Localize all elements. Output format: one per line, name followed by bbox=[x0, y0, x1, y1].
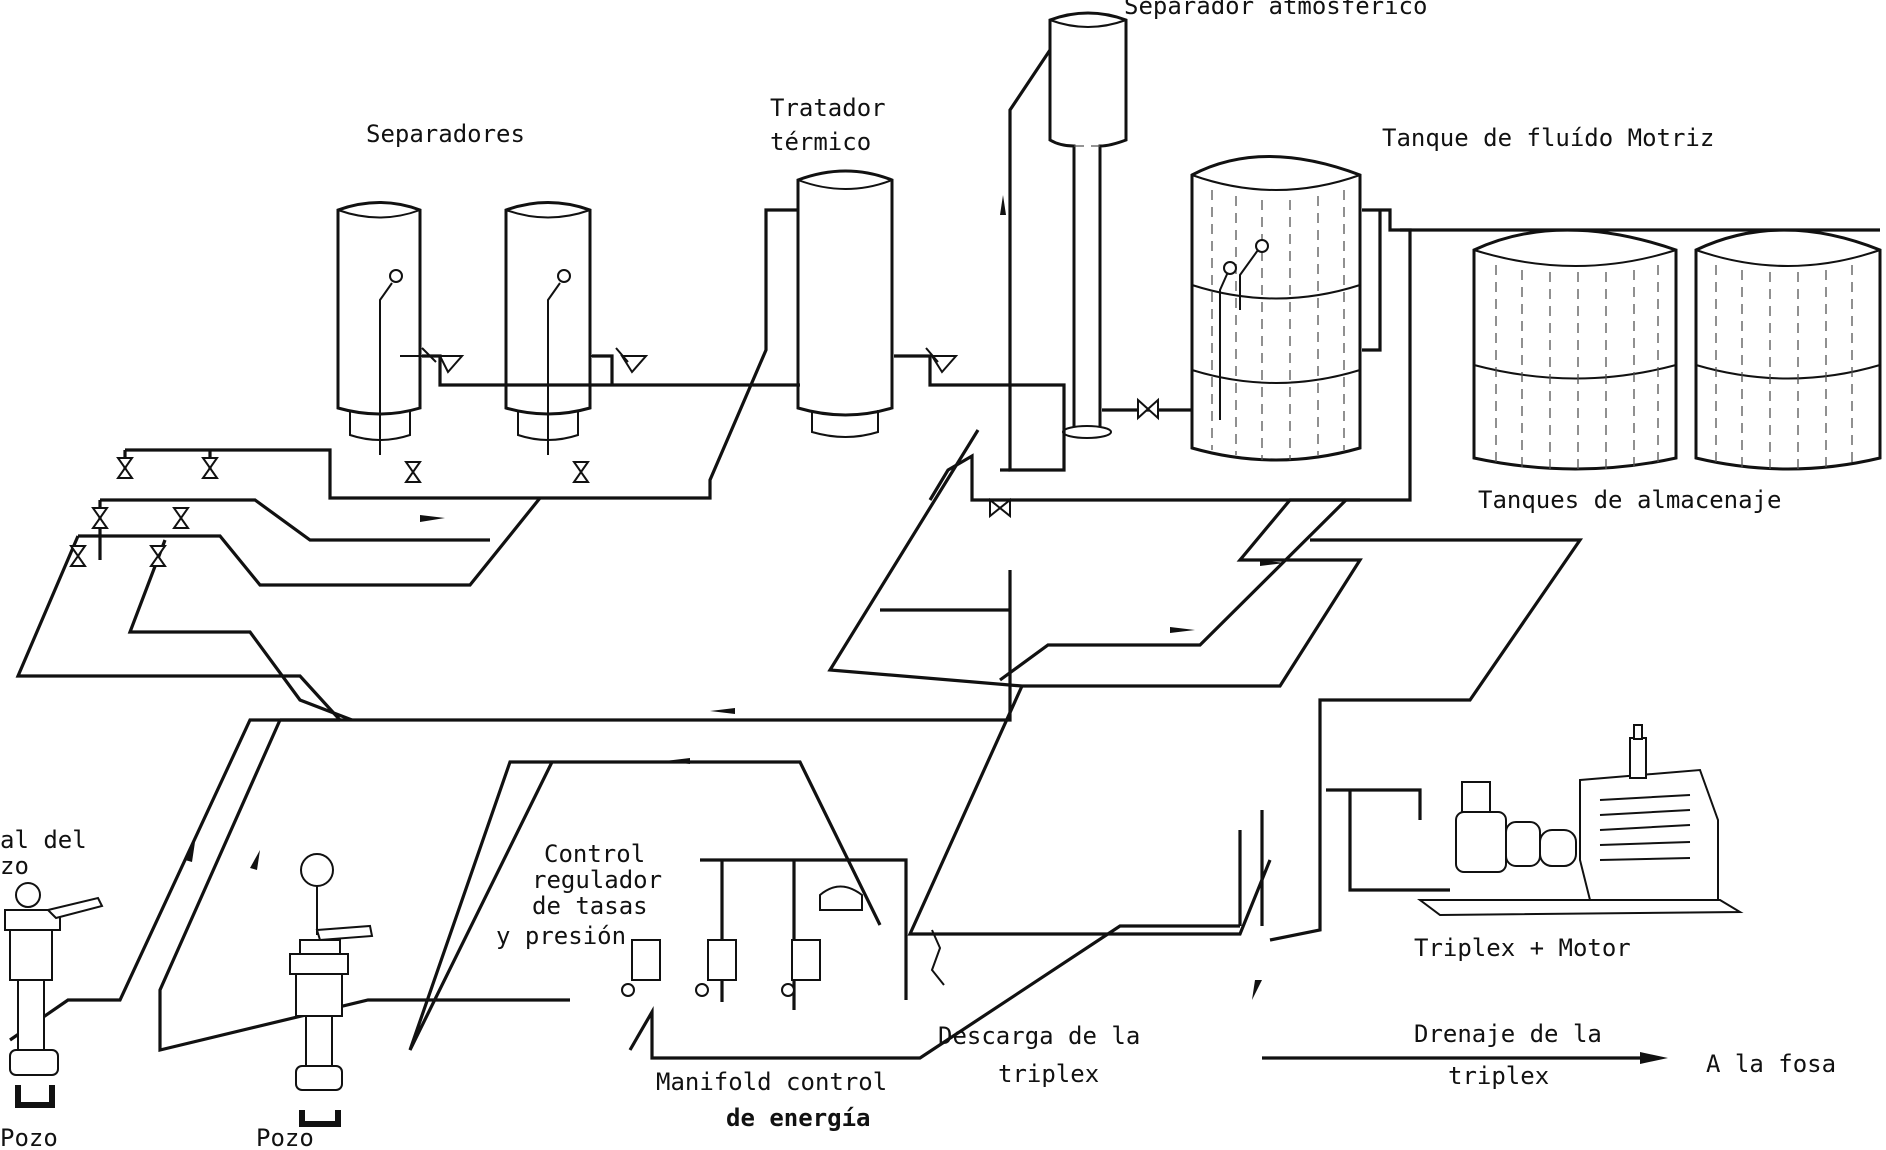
label-control-1: Control bbox=[544, 840, 645, 868]
label-manifold-1: Manifold control bbox=[656, 1068, 887, 1096]
heater-treater-vessel bbox=[798, 171, 892, 437]
atmospheric-separator-vessel bbox=[1050, 13, 1126, 438]
gate-valves bbox=[71, 400, 1158, 566]
label-descarga-2: triplex bbox=[998, 1060, 1099, 1088]
power-fluid-tank bbox=[1192, 157, 1360, 461]
label-pozo-2: Pozo bbox=[256, 1124, 314, 1150]
wellhead-1 bbox=[5, 883, 102, 1105]
label-control-2: regulador bbox=[532, 866, 662, 894]
separator-vessel-1 bbox=[338, 203, 420, 456]
label-a-la-fosa: A la fosa bbox=[1706, 1050, 1836, 1078]
wellhead-2 bbox=[290, 854, 372, 1124]
well-return-piping bbox=[10, 720, 1640, 1058]
rate-pressure-regulators bbox=[622, 887, 944, 997]
storage-tank-2 bbox=[1696, 230, 1880, 472]
label-cabezal-1: al del bbox=[0, 826, 87, 854]
separator-vessel-2 bbox=[506, 203, 590, 456]
label-separadores: Separadores bbox=[366, 120, 525, 148]
triplex-motor-unit bbox=[1420, 725, 1740, 915]
label-manifold-2: de energía bbox=[726, 1104, 871, 1132]
label-pozo-1: Pozo bbox=[0, 1124, 58, 1150]
label-triplex-motor: Triplex + Motor bbox=[1414, 934, 1631, 962]
label-descarga-1: Descarga de la bbox=[938, 1022, 1140, 1050]
label-drenaje-1: Drenaje de la bbox=[1414, 1020, 1602, 1048]
storage-tank-1 bbox=[1474, 230, 1676, 472]
labels: Separador atmosférico Separadores Tratad… bbox=[0, 0, 1836, 1150]
label-control-3: de tasas bbox=[532, 892, 648, 920]
label-control-4: y presión bbox=[496, 922, 626, 950]
label-separador-atmosferico: Separador atmosférico bbox=[1124, 0, 1427, 20]
label-tanque-fluido-motriz: Tanque de fluído Motriz bbox=[1382, 124, 1714, 152]
label-tratador-1: Tratador bbox=[770, 94, 886, 122]
label-tanques-almacenaje: Tanques de almacenaje bbox=[1478, 486, 1781, 514]
label-cabezal-2: zo bbox=[0, 852, 29, 880]
label-drenaje-2: triplex bbox=[1448, 1062, 1549, 1090]
label-tratador-2: térmico bbox=[770, 128, 871, 156]
